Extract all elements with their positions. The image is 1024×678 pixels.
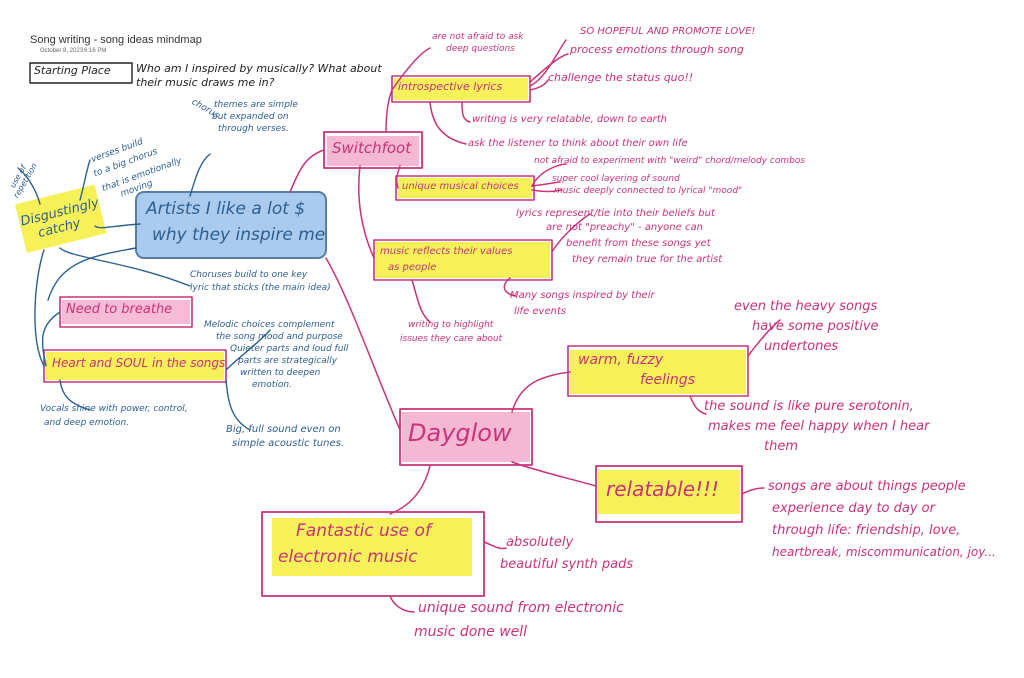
reflects-line1: music reflects their values <box>380 246 513 257</box>
dayglow-highlight <box>402 412 530 462</box>
fantastic-box <box>261 511 485 597</box>
central-topic-line2: why they inspire me <box>152 225 326 245</box>
starting-box <box>29 62 133 84</box>
starting-question-line1: Who am I inspired by musically? What abo… <box>136 62 382 75</box>
starting-question-line2: their music draws me in? <box>136 76 275 89</box>
afraid-line2: deep questions <box>446 44 515 54</box>
melodic-line6: emotion. <box>252 380 292 390</box>
melodic-line2: the song mood and purpose <box>216 332 343 342</box>
afraid-line1: are not afraid to ask <box>432 32 524 42</box>
super-cool-note: super cool layering of sound <box>552 174 680 184</box>
songs-about-line4: heartbreak, miscommunication, joy... <box>772 545 996 559</box>
heavy-line3: undertones <box>764 339 839 354</box>
central-topic-line1: Artists I like a lot $ <box>146 199 306 219</box>
connected-note: music deeply connected to lyrical "mood" <box>554 186 743 196</box>
heavy-line2: have some positive <box>752 319 879 334</box>
choruses-line2: lyric that sticks (the main idea) <box>190 283 331 293</box>
starting-place-label: Starting Place <box>34 64 111 77</box>
choruses-line1: Choruses build to one key <box>190 270 308 280</box>
melodic-line3: Quieter parts and loud full <box>230 344 349 354</box>
songs-about-line1: songs are about things people <box>768 479 966 494</box>
serotonin-line3: them <box>764 439 798 454</box>
serotonin-line2: makes me feel happy when I hear <box>708 419 930 434</box>
big-sound-line1: Big, full sound even on <box>226 424 341 435</box>
warm-box <box>567 345 749 397</box>
page-time: 6:16 PM <box>84 48 107 54</box>
fantastic-highlight <box>272 518 472 576</box>
vocals-line1: Vocals shine with power, control, <box>40 404 188 414</box>
introspective-label: introspective lyrics <box>398 80 503 93</box>
lyrics-line3: benefit from these songs yet <box>566 238 711 249</box>
heart-highlight <box>46 352 224 380</box>
introspective-highlight <box>394 78 528 100</box>
many-songs-line2: life events <box>514 306 567 317</box>
chorus-line4: through verses. <box>218 124 289 134</box>
writing-highlight-line1: writing to highlight <box>408 320 494 330</box>
unique-choices-highlight <box>398 178 532 198</box>
dayglow-box <box>399 408 533 466</box>
page-date: October 8, 2023 <box>40 48 84 54</box>
unique-choices-box <box>395 175 535 201</box>
writing-highlight-line2: issues they care about <box>400 334 503 344</box>
dayglow-label: Dayglow <box>408 419 512 447</box>
relatable-highlight <box>598 470 740 514</box>
relatable-writing-note: writing is very relatable, down to earth <box>472 114 667 125</box>
melodic-line4: parts are strategically <box>238 356 338 366</box>
melodic-line1: Melodic choices complement <box>204 320 335 330</box>
reflects-highlight <box>376 242 550 278</box>
unique-choices-label: unique musical choices <box>402 181 519 192</box>
synth-line2: beautiful synth pads <box>500 557 634 572</box>
catchy-highlight <box>14 184 107 253</box>
switchfoot-label: Switchfoot <box>332 139 412 157</box>
chorus-line3: but expanded on <box>212 112 289 122</box>
warm-line2: feelings <box>640 372 695 388</box>
hopeful-note: SO HOPEFUL AND PROMOTE LOVE! <box>580 26 756 37</box>
lyrics-line2: are not "preachy" - anyone can <box>546 222 703 233</box>
warm-highlight <box>570 350 746 394</box>
songs-about-line3: through life: friendship, love, <box>772 523 961 538</box>
fantastic-line2: electronic music <box>278 547 418 567</box>
serotonin-line1: the sound is like pure serotonin, <box>704 399 914 414</box>
songs-about-line2: experience day to day or <box>772 501 935 516</box>
reflects-box <box>373 239 553 281</box>
lyrics-line1: lyrics represent/tie into their beliefs … <box>516 208 715 219</box>
vocals-line2: and deep emotion. <box>44 418 130 428</box>
page-title: Song writing - song ideas mindmap <box>30 34 202 46</box>
switchfoot-highlight <box>327 136 419 166</box>
breathe-highlight <box>62 300 190 324</box>
challenge-note: challenge the status quo!! <box>548 71 694 84</box>
heavy-line1: even the heavy songs <box>734 299 878 314</box>
unique-sound-line1: unique sound from electronic <box>418 600 624 616</box>
not-afraid-note: not afraid to experiment with "weird" ch… <box>534 156 806 166</box>
central-highlight <box>135 191 327 259</box>
fantastic-line1: Fantastic use of <box>296 521 431 541</box>
ask-listener-note: ask the listener to think about their ow… <box>468 138 688 149</box>
warm-line1: warm, fuzzy <box>578 352 664 368</box>
relatable-label: relatable!!! <box>606 477 720 501</box>
melodic-line5: written to deepen <box>240 368 321 378</box>
many-songs-line1: Many songs inspired by their <box>510 290 655 301</box>
heart-label: Heart and SOUL in the songs <box>52 356 226 370</box>
process-note: process emotions through song <box>570 43 744 56</box>
reflects-line2: as people <box>388 262 437 273</box>
big-sound-line2: simple acoustic tunes. <box>232 438 344 449</box>
unique-sound-line2: music done well <box>414 624 528 640</box>
lyrics-line4: they remain true for the artist <box>572 254 723 265</box>
chorus-line2: themes are simple <box>214 100 298 110</box>
breathe-label: Need to breathe <box>66 302 173 317</box>
synth-line1: absolutely <box>506 535 574 550</box>
